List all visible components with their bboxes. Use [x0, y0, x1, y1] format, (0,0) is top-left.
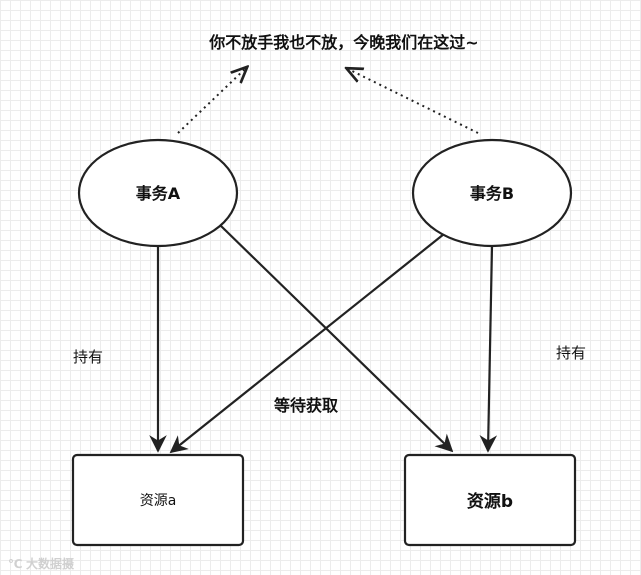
resource-b-node	[403, 453, 577, 547]
transaction-b-node	[411, 138, 573, 248]
resource-b-label: 资源b	[467, 491, 513, 512]
resource-a-node	[71, 453, 245, 547]
dotted-arrow-right	[348, 69, 479, 134]
arrow-a-waits-resource-b	[220, 225, 454, 453]
transaction-a-label: 事务A	[136, 184, 181, 203]
hold-label-right: 持有	[556, 344, 586, 362]
resource-a-label: 资源a	[140, 493, 177, 509]
watermark-text: 大数据摄	[26, 556, 75, 571]
arrow-b-holds-resource-b	[479, 245, 498, 453]
dotted-arrow-left	[177, 68, 246, 134]
wait-acquire-label: 等待获取	[273, 396, 338, 415]
hold-label-left: 持有	[73, 348, 103, 366]
arrow-b-waits-resource-a	[169, 233, 445, 454]
transaction-a-node	[77, 138, 239, 248]
transaction-b-label: 事务B	[470, 184, 514, 203]
watermark-logo-icon: ℃	[8, 557, 23, 571]
caption-text: 你不放手我也不放，今晚我们在这过~	[208, 33, 478, 52]
